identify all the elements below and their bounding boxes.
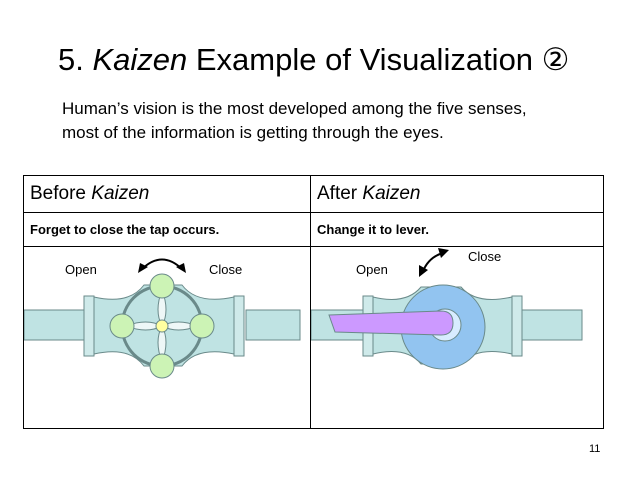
lever-handle	[328, 310, 454, 336]
handwheel-knob-top	[149, 273, 175, 299]
title-rest: Example of Visualization ②	[187, 42, 570, 77]
before-header-emph: Kaizen	[91, 183, 150, 204]
lever-valve-illustration: Open Close	[311, 248, 583, 370]
before-header-text: Before	[30, 183, 92, 204]
left-pipe	[24, 309, 85, 341]
before-illustration-cell: Open Close	[23, 246, 311, 429]
before-note: Forget to close the tap occurs.	[23, 212, 311, 247]
handwheel-knob-left	[109, 313, 135, 339]
slide-subtitle: Human’s vision is the most developed amo…	[62, 97, 527, 145]
after-header: After Kaizen	[310, 175, 604, 213]
after-illustration-cell: Open Close	[310, 246, 604, 429]
rotate-arrow-head-right-icon	[176, 263, 186, 273]
handwheel-knob-bottom	[149, 353, 175, 379]
after-note: Change it to lever.	[310, 212, 604, 247]
lever-arrow-icon	[422, 252, 444, 272]
lever-arrow-head-up-icon	[438, 248, 449, 258]
right-flange	[511, 295, 523, 357]
after-close-label: Close	[468, 249, 501, 264]
handwheel-valve-illustration: Open Close	[24, 258, 301, 379]
left-flange	[83, 295, 95, 357]
right-pipe	[245, 309, 301, 341]
table-header-row: Before Kaizen After Kaizen	[23, 175, 604, 213]
page-number: 11	[589, 443, 601, 455]
before-close-label: Close	[209, 262, 242, 277]
right-pipe	[521, 309, 583, 341]
before-header: Before Kaizen	[23, 175, 311, 213]
right-flange	[233, 295, 245, 357]
handwheel-hub	[155, 319, 169, 333]
rotate-arrow-icon	[141, 258, 183, 270]
title-emphasis: Kaizen	[92, 42, 188, 77]
rotate-arrow-head-left-icon	[138, 263, 148, 273]
slide-title: 5. Kaizen Example of Visualization ②	[58, 42, 569, 78]
subtitle-line-1: Human’s vision is the most developed amo…	[62, 99, 527, 118]
title-prefix: 5.	[58, 42, 93, 77]
after-open-label: Open	[356, 262, 388, 277]
comparison-table: Before Kaizen After Kaizen Forget to clo…	[23, 175, 604, 429]
handwheel-knob-right	[189, 313, 215, 339]
table-image-row: Open Close	[23, 246, 604, 429]
before-open-label: Open	[65, 262, 97, 277]
lever-arrow-head-down-icon	[419, 265, 428, 277]
after-header-text: After	[317, 183, 363, 204]
subtitle-line-2: most of the information is getting throu…	[62, 123, 444, 142]
after-header-emph: Kaizen	[362, 183, 421, 204]
table-note-row: Forget to close the tap occurs. Change i…	[23, 212, 604, 247]
